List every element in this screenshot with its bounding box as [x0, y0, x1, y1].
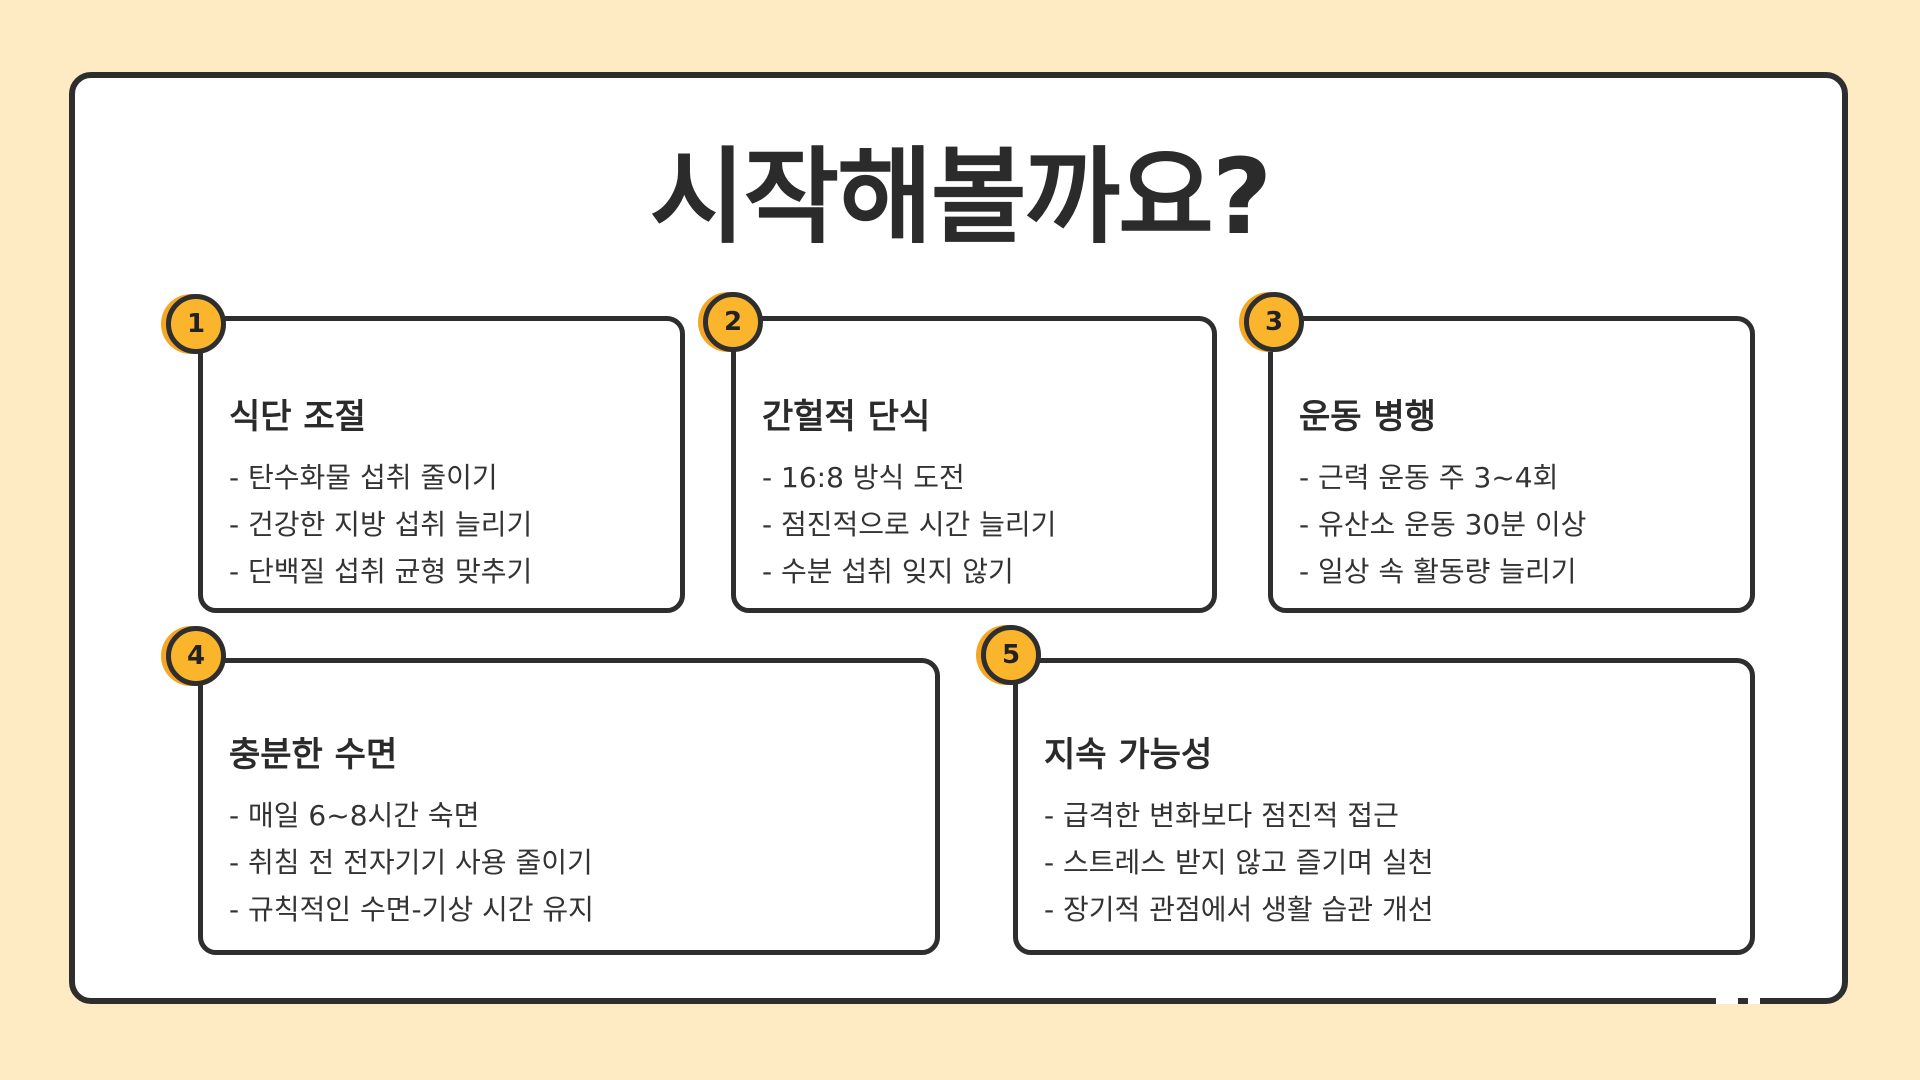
card-list: - 근력 운동 주 3~4회 - 유산소 운동 30분 이상 - 일상 속 활동… [1299, 454, 1586, 595]
card-exercise: 운동 병행 - 근력 운동 주 3~4회 - 유산소 운동 30분 이상 - 일… [1268, 316, 1755, 613]
card-list: - 16:8 방식 도전 - 점진적으로 시간 늘리기 - 수분 섭취 잊지 않… [762, 454, 1056, 595]
card-list: - 매일 6~8시간 숙면 - 취침 전 전자기기 사용 줄이기 - 규칙적인 … [229, 792, 594, 933]
step-number-badge: 2 [703, 292, 763, 352]
list-item: - 취침 전 전자기기 사용 줄이기 [229, 846, 593, 879]
list-item: - 급격한 변화보다 점진적 접근 [1044, 799, 1399, 832]
frame-gap [1716, 998, 1738, 1004]
card-sleep: 충분한 수면 - 매일 6~8시간 숙면 - 취침 전 전자기기 사용 줄이기 … [198, 658, 940, 955]
page-title: 시작해볼까요? [649, 136, 1272, 258]
list-item: - 16:8 방식 도전 [762, 461, 965, 494]
list-item: - 장기적 관점에서 생활 습관 개선 [1044, 893, 1434, 926]
list-item: - 유산소 운동 30분 이상 [1299, 508, 1587, 541]
card-title: 식단 조절 [229, 397, 366, 437]
list-item: - 건강한 지방 섭취 늘리기 [229, 508, 533, 541]
step-number-badge: 5 [981, 625, 1041, 685]
list-item: - 점진적으로 시간 늘리기 [762, 508, 1057, 541]
step-number-badge: 3 [1244, 292, 1304, 352]
card-list: - 탄수화물 섭취 줄이기 - 건강한 지방 섭취 늘리기 - 단백질 섭취 균… [229, 454, 532, 595]
card-list: - 급격한 변화보다 점진적 접근 - 스트레스 받지 않고 즐기며 실천 - … [1044, 792, 1434, 933]
card-fasting: 간헐적 단식 - 16:8 방식 도전 - 점진적으로 시간 늘리기 - 수분 … [731, 316, 1217, 613]
frame-gap [1748, 998, 1760, 1004]
card-title: 간헐적 단식 [762, 397, 931, 437]
list-item: - 근력 운동 주 3~4회 [1299, 461, 1559, 494]
step-number-badge: 1 [166, 294, 226, 354]
list-item: - 매일 6~8시간 숙면 [229, 799, 480, 832]
list-item: - 일상 속 활동량 늘리기 [1299, 555, 1577, 588]
card-title: 충분한 수면 [229, 735, 398, 775]
list-item: - 규칙적인 수면-기상 시간 유지 [229, 893, 594, 926]
card-diet: 식단 조절 - 탄수화물 섭취 줄이기 - 건강한 지방 섭취 늘리기 - 단백… [198, 316, 685, 613]
list-item: - 수분 섭취 잊지 않기 [762, 555, 1014, 588]
card-title: 지속 가능성 [1044, 735, 1213, 775]
list-item: - 스트레스 받지 않고 즐기며 실천 [1044, 846, 1434, 879]
card-sustainability: 지속 가능성 - 급격한 변화보다 점진적 접근 - 스트레스 받지 않고 즐기… [1013, 658, 1755, 955]
card-title: 운동 병행 [1299, 397, 1436, 437]
step-number-badge: 4 [166, 626, 226, 686]
list-item: - 탄수화물 섭취 줄이기 [229, 461, 498, 494]
list-item: - 단백질 섭취 균형 맞추기 [229, 555, 533, 588]
